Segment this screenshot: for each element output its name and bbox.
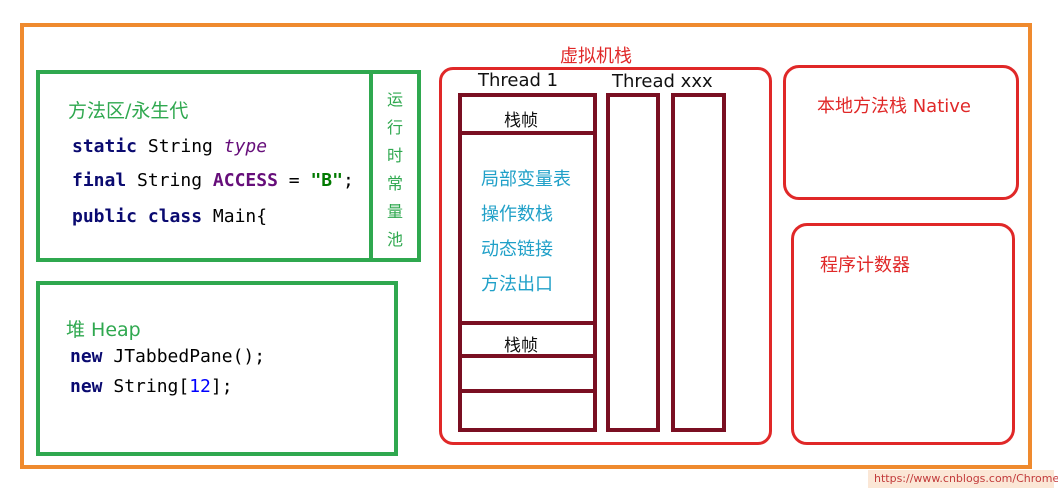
array-size: 12 bbox=[189, 376, 211, 397]
operator-assign: = bbox=[288, 170, 300, 191]
method-return: 方法出口 bbox=[481, 274, 553, 295]
vm-stack-title: 虚拟机栈 bbox=[560, 46, 632, 67]
keyword-final: final bbox=[72, 170, 127, 191]
stack-frame-label: 栈帧 bbox=[504, 111, 538, 131]
const-pool-char: 时 bbox=[386, 146, 403, 165]
const-pool-char: 运 bbox=[386, 90, 403, 109]
keyword-public: public bbox=[72, 206, 138, 227]
keyword-static: static bbox=[72, 136, 138, 157]
dynamic-linking: 动态链接 bbox=[481, 239, 553, 260]
watermark-background bbox=[868, 470, 1054, 488]
keyword-new: new bbox=[70, 346, 103, 367]
keyword-class: class bbox=[147, 206, 203, 227]
array-type: String[ bbox=[113, 376, 190, 397]
thread-xxx-stack bbox=[606, 93, 660, 432]
const-pool-char: 常 bbox=[386, 174, 403, 193]
thread-xxx-stack bbox=[671, 93, 726, 432]
const-pool-char: 池 bbox=[386, 230, 403, 249]
local-variable-table: 局部变量表 bbox=[481, 169, 571, 190]
code-final-line: final String ACCESS = "B"; bbox=[72, 170, 354, 191]
thread-xxx-label: Thread xxx bbox=[612, 71, 713, 92]
string-literal: "B" bbox=[310, 170, 343, 191]
stack-frame-label: 栈帧 bbox=[504, 336, 538, 356]
watermark-text: https://www.cnblogs.com/ChromeT/ bbox=[874, 472, 1058, 485]
runtime-constant-pool-label: 运 行 时 常 量 池 bbox=[373, 86, 417, 254]
class-name: Main{ bbox=[212, 206, 268, 227]
native-method-stack-title: 本地方法栈 Native bbox=[817, 96, 972, 117]
semicolon: ; bbox=[342, 170, 354, 191]
heap-box bbox=[36, 281, 398, 456]
code-static-line: static String type bbox=[72, 136, 267, 157]
const-pool-char: 量 bbox=[386, 202, 403, 221]
array-end: ]; bbox=[210, 376, 233, 397]
stack-frame-row bbox=[458, 354, 597, 393]
jvm-memory-area bbox=[20, 23, 1032, 469]
heap-title: 堆 Heap bbox=[66, 319, 141, 341]
runtime-constant-pool-box bbox=[369, 70, 421, 262]
vm-stack-box bbox=[439, 67, 772, 445]
keyword-new: new bbox=[70, 376, 103, 397]
const-pool-char: 行 bbox=[386, 118, 403, 137]
type-string: String bbox=[147, 136, 213, 157]
method-area-title: 方法区/永生代 bbox=[68, 100, 189, 122]
thread-1-label: Thread 1 bbox=[478, 70, 559, 91]
native-method-stack-box bbox=[783, 65, 1019, 200]
code-new-tabbedpane-line: new JTabbedPane(); bbox=[70, 346, 265, 367]
constructor-call: JTabbedPane(); bbox=[113, 346, 266, 367]
field-access: ACCESS bbox=[212, 170, 278, 191]
operand-stack: 操作数栈 bbox=[481, 204, 553, 225]
stack-frame-row bbox=[458, 389, 597, 432]
code-class-line: public class Main{ bbox=[72, 206, 267, 227]
code-new-string-array-line: new String[12]; bbox=[70, 376, 233, 397]
field-type: type bbox=[223, 136, 268, 157]
program-counter-box bbox=[791, 223, 1015, 445]
type-string: String bbox=[137, 170, 203, 191]
program-counter-title: 程序计数器 bbox=[820, 255, 910, 276]
